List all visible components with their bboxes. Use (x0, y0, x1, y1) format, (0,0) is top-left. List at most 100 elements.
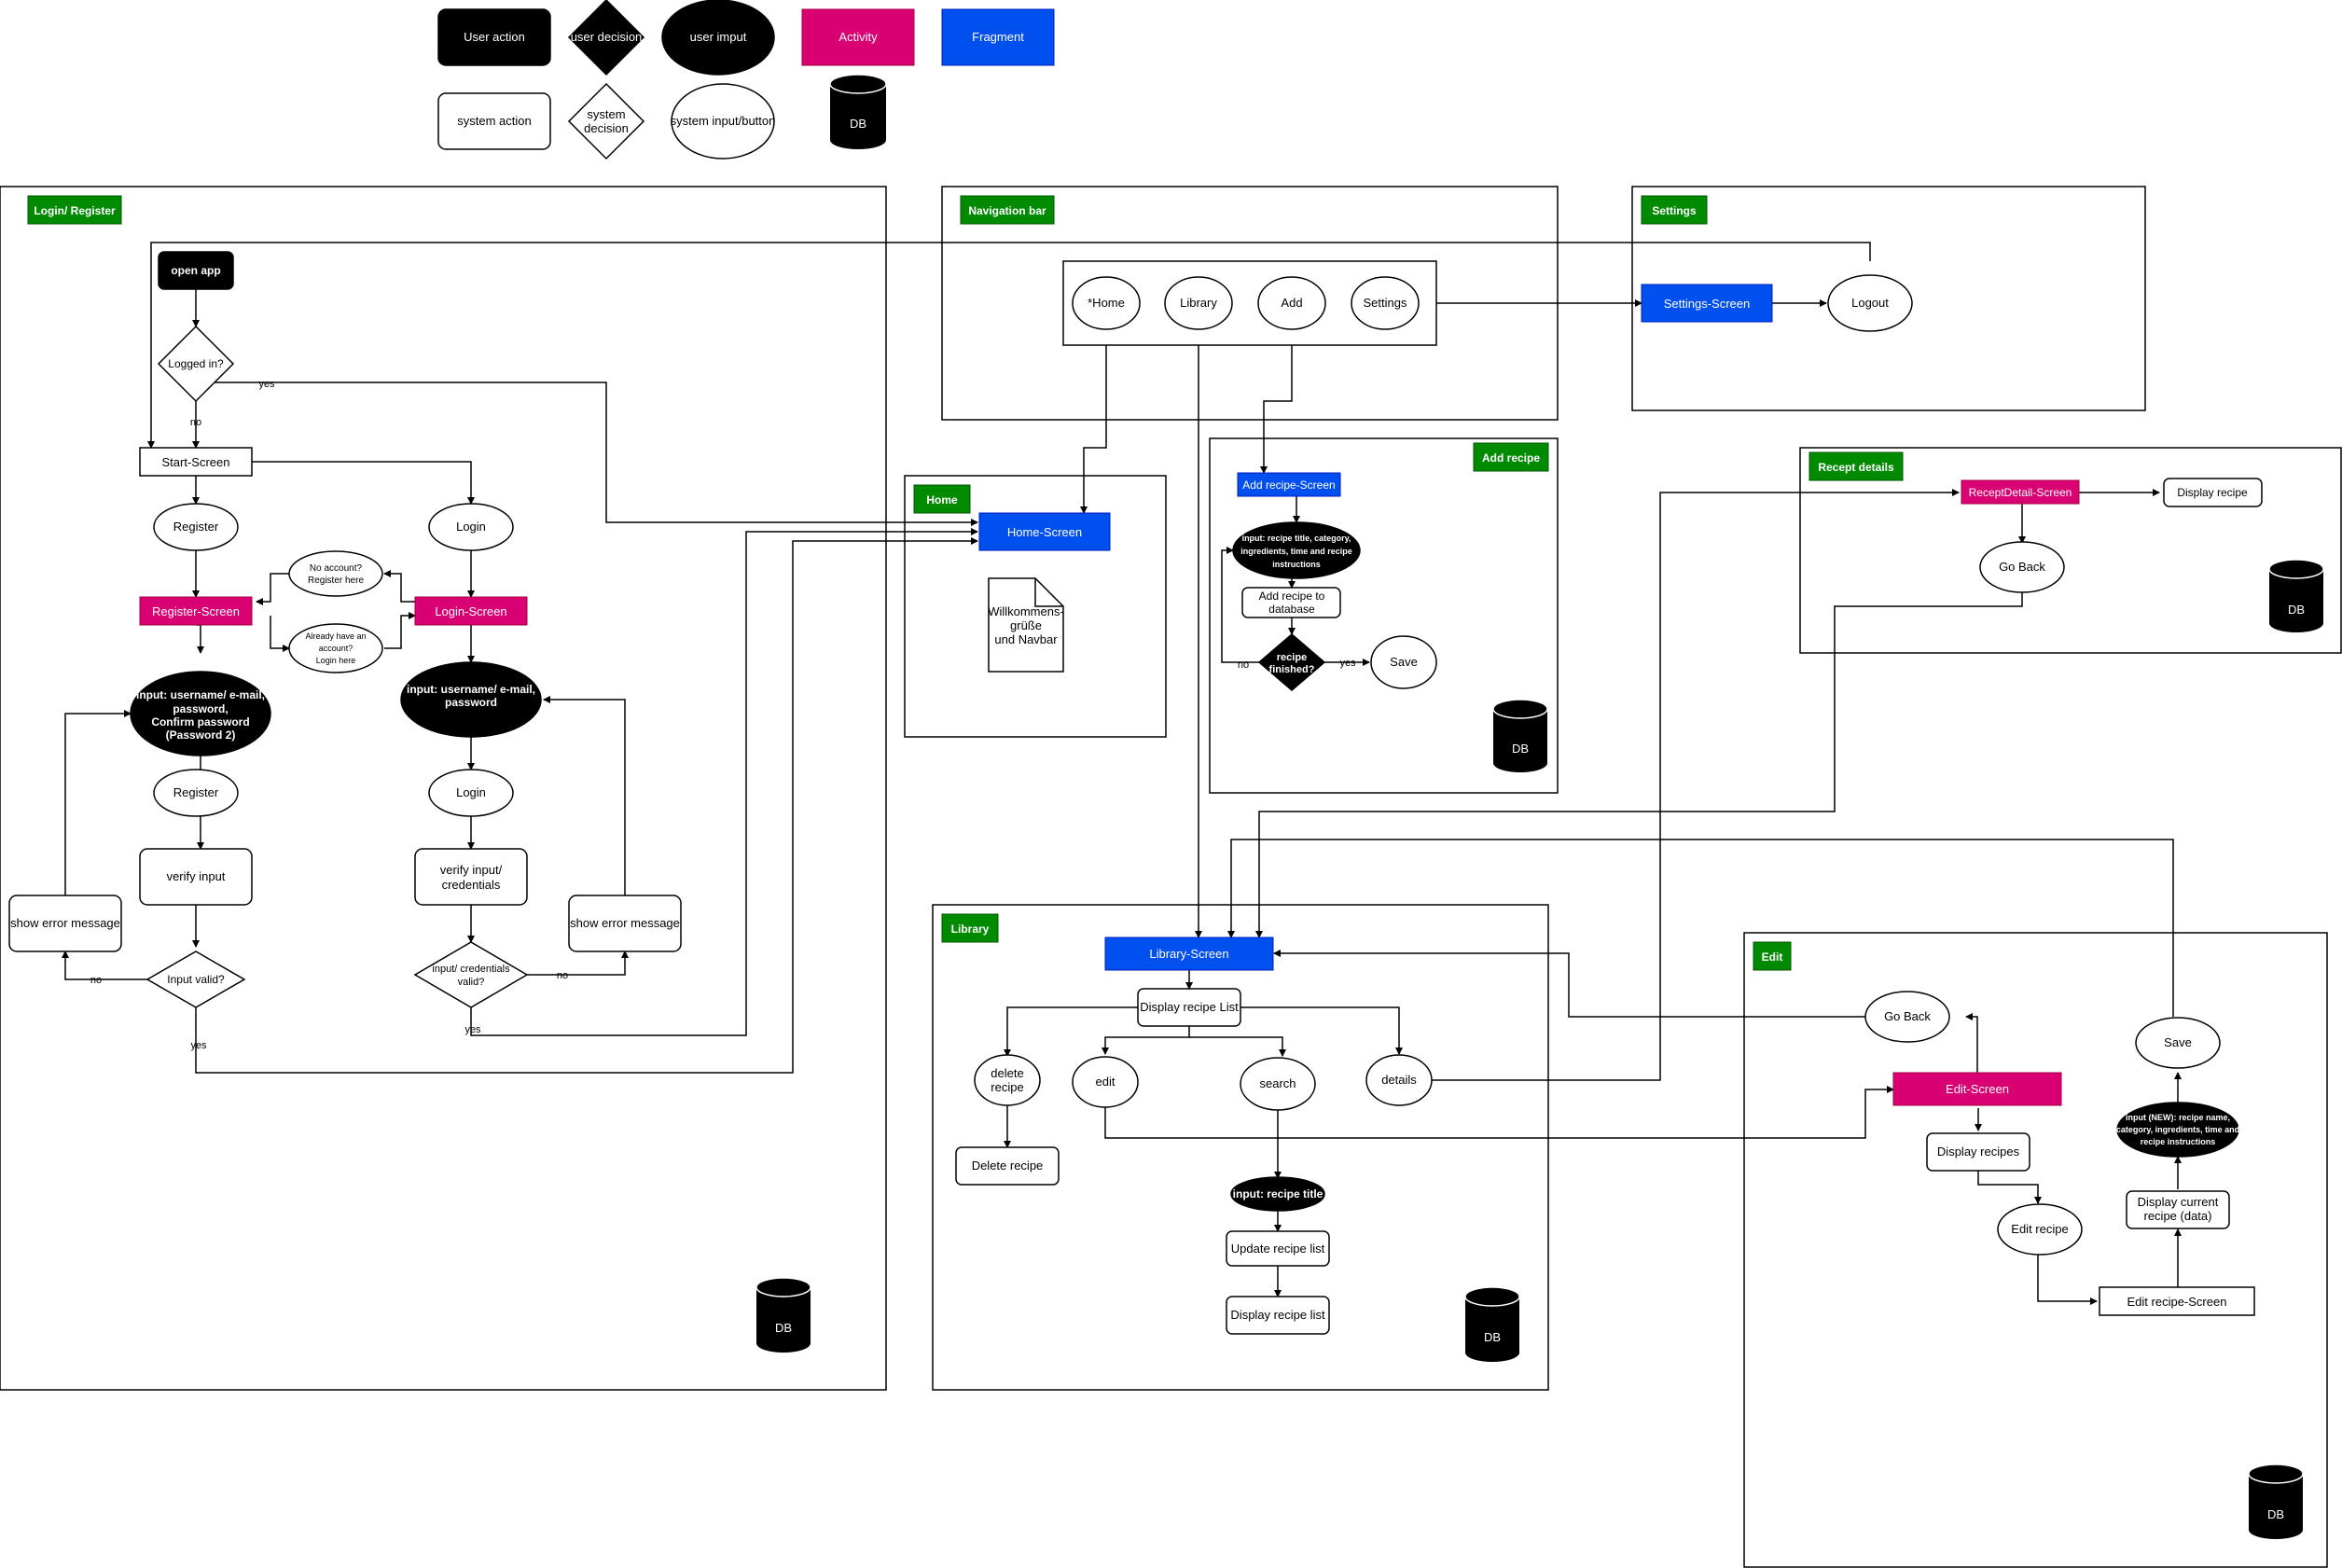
details-go-back-node (1979, 541, 2065, 593)
tag-settings-label: Settings (1652, 204, 1697, 217)
legend-fragment-label: Fragment (972, 30, 1024, 44)
library-db-icon (1464, 1286, 1520, 1362)
home-screen-label: Home-Screen (1007, 525, 1082, 539)
nav-home-item (1072, 276, 1141, 330)
display-recipe-list2-label: Display recipe list (1230, 1308, 1325, 1322)
recipe-finished-line2: finished? (1269, 664, 1315, 675)
library-screen-node (1104, 937, 1274, 971)
recipe-finished-no-label: no (1238, 659, 1249, 671)
recipe-finished-yes-label: yes (1339, 658, 1356, 669)
input-valid-label: Input valid? (167, 973, 225, 986)
verify-credentials-node (414, 848, 528, 906)
register-input-line3: Confirm password (151, 715, 249, 728)
register-screen-node (139, 596, 253, 626)
register-option-label: Register (173, 520, 219, 534)
credentials-valid-decision (413, 941, 529, 1008)
input-valid-yes-label: yes (190, 1040, 207, 1051)
add-recipe-input-line2: ingredients, time and recipe (1240, 547, 1352, 556)
input-valid-decision (146, 951, 246, 1008)
edit-screen-label: Edit-Screen (1946, 1082, 2009, 1096)
no-account-line1: No account? (310, 563, 363, 574)
edit-input-node (2116, 1102, 2239, 1158)
login-option-node (428, 503, 514, 551)
home-note-fold (1034, 578, 1063, 607)
login-input-node (400, 661, 542, 738)
edit-option (1072, 1056, 1139, 1108)
update-recipe-list-label: Update recipe list (1231, 1242, 1325, 1256)
credentials-valid-yes-label: yes (464, 1024, 481, 1035)
tag-navbar-label: Navigation bar (968, 204, 1046, 217)
edit-input-line3: recipe instructions (2141, 1137, 2216, 1146)
add-recipe-db-icon (1492, 699, 1548, 772)
tag-library-label: Library (951, 923, 990, 936)
no-account-line2: Register here (308, 576, 364, 586)
tag-add-recipe (1473, 442, 1549, 472)
start-screen-node (139, 447, 253, 477)
legend: User action user decision user imput Act… (437, 0, 1055, 160)
legend-user-decision (567, 0, 645, 76)
display-current-node (2126, 1190, 2230, 1229)
add-recipe-nodes: Add recipe-Screen input: recipe title, c… (1232, 472, 1548, 772)
logout-label: Logout (1851, 296, 1889, 310)
details-option-label: details (1381, 1073, 1417, 1087)
logged-in-label: Logged in? (168, 357, 224, 370)
legend-fragment (941, 8, 1055, 66)
tag-home-label: Home (926, 493, 958, 506)
credentials-valid-no-label: no (557, 970, 568, 981)
already-account-line3: Login here (316, 656, 356, 665)
edit-recipe-node (1997, 1203, 2083, 1256)
recipe-details-db-label: DB (2288, 603, 2305, 617)
update-recipe-list-node (1226, 1230, 1330, 1267)
library-screen-label: Library-Screen (1149, 947, 1228, 961)
add-recipe-save-node (1370, 635, 1437, 689)
start-screen-label: Start-Screen (162, 455, 230, 469)
recipe-finished-decision (1257, 633, 1326, 691)
nav-add-label: Add (1281, 296, 1302, 310)
logout-node (1827, 274, 1913, 332)
home-note-line2: grüße (1010, 618, 1042, 632)
login-input-line1: input: username/ e-mail, (407, 683, 535, 696)
edit-input-line2: category, ingredients, time and (2116, 1125, 2239, 1134)
tag-edit-label: Edit (1762, 951, 1783, 964)
connectors (62, 242, 2182, 1305)
nav-library-label: Library (1180, 296, 1217, 310)
credentials-valid-line1: input/ credentials (432, 964, 510, 975)
login-screen-node (414, 596, 528, 626)
login-db-icon (755, 1277, 811, 1353)
tag-settings (1641, 195, 1708, 225)
register-button-label: Register (173, 785, 219, 799)
legend-user-action-label: User action (464, 30, 525, 44)
settings-screen-label: Settings-Screen (1664, 297, 1751, 311)
home-screen-node (978, 512, 1111, 551)
edit-go-back-label: Go Back (1884, 1009, 1931, 1023)
settings-nodes: Settings-Screen Logout (1641, 274, 1913, 332)
legend-db-label: DB (850, 117, 866, 131)
home-note-doc (988, 577, 1064, 673)
login-input-line2: password (445, 696, 497, 709)
nav-library-item (1164, 276, 1233, 330)
login-error-node (568, 895, 682, 952)
home-note-line3: und Navbar (994, 632, 1058, 646)
add-to-db-node (1241, 587, 1341, 618)
legend-system-action (437, 92, 551, 150)
section-home-frame (904, 475, 1167, 738)
edit-save-node (2135, 1017, 2221, 1069)
search-option-label: search (1259, 1076, 1296, 1090)
display-recipe-list-node (1137, 988, 1241, 1027)
display-recipe-list2-node (1226, 1296, 1330, 1335)
section-settings-frame (1631, 186, 2146, 411)
register-error-label: show error message (10, 916, 120, 930)
add-recipe-db-label: DB (1512, 742, 1529, 756)
login-screen-label: Login-Screen (435, 604, 506, 618)
add-recipe-save-label: Save (1390, 655, 1418, 669)
display-recipes-label: Display recipes (1937, 1145, 2020, 1159)
register-option-node (153, 503, 239, 551)
recipe-detail-screen-node (1961, 479, 2080, 505)
logged-in-decision (157, 325, 235, 403)
register-input-line1: input: username/ e-mail, (136, 688, 265, 701)
add-recipe-screen-node (1237, 472, 1341, 497)
legend-user-decision-label: user decision (571, 30, 643, 44)
recipe-detail-screen-label: ReceptDetail-Screen (1969, 486, 2072, 499)
section-library-frame (932, 904, 1549, 1391)
